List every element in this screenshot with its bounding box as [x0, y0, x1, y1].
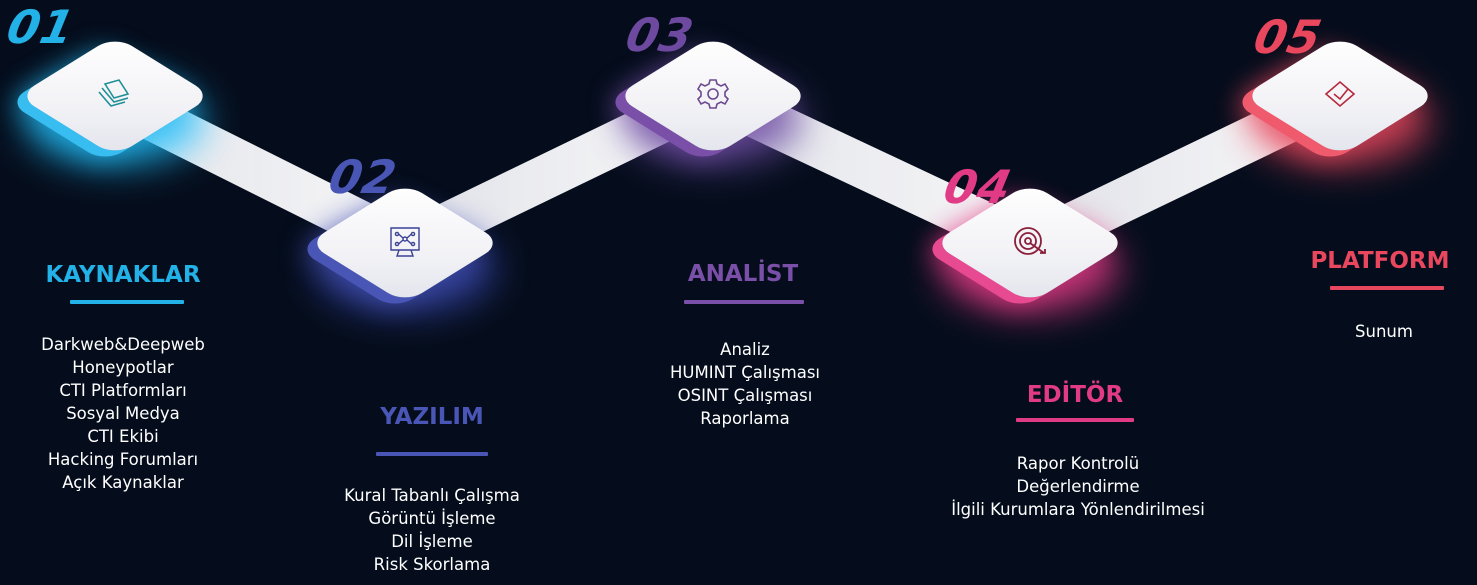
target-icon [1014, 227, 1046, 255]
list-item: Sunum [1355, 322, 1413, 341]
list-item: Honeypotlar [72, 358, 174, 377]
title-underline [684, 300, 804, 304]
list-item: Raporlama [700, 409, 790, 428]
list-item: Risk Skorlama [373, 555, 491, 574]
list-item: Açık Kaynaklar [62, 473, 184, 492]
title-underline [376, 452, 488, 456]
list-item: CTI Platformları [59, 381, 187, 400]
step-number: 05 [1249, 10, 1327, 64]
step-number: 04 [939, 160, 1017, 214]
title-underline [1330, 286, 1444, 290]
gear-icon [696, 79, 730, 109]
step-number: 02 [324, 150, 402, 204]
step-number: 01 [2, 0, 80, 54]
step-title: PLATFORM [1310, 248, 1450, 274]
step-items: Rapor Kontrolü Değerlendirme İlgili Kuru… [898, 452, 1258, 521]
list-item: Rapor Kontrolü [1016, 454, 1140, 473]
step-items: Darkweb&Deepweb Honeypotlar CTI Platform… [0, 333, 303, 494]
list-item: HUMINT Çalışması [669, 363, 820, 382]
step-items: Analiz HUMINT Çalışması OSINT Çalışması … [565, 338, 925, 430]
list-item: Görüntü İşleme [368, 509, 496, 528]
step-title: ANALİST [687, 261, 799, 287]
list-item: İlgili Kurumlara Yönlendirilmesi [951, 500, 1205, 519]
step-number: 03 [621, 8, 699, 62]
platform-icon [1324, 80, 1356, 108]
list-item: Darkweb&Deepweb [41, 335, 205, 354]
title-underline [70, 300, 184, 304]
title-underline [1016, 418, 1134, 422]
layers-icon [98, 79, 130, 107]
list-item: Hacking Forumları [47, 450, 199, 469]
step-items: Kural Tabanlı Çalışma Görüntü İşleme Dil… [252, 484, 612, 576]
list-item: CTI Ekibi [87, 427, 159, 446]
list-item: OSINT Çalışması [677, 386, 813, 405]
list-item: Analiz [720, 340, 770, 359]
list-item: Kural Tabanlı Çalışma [344, 486, 520, 505]
step-title: KAYNAKLAR [45, 262, 201, 288]
list-item: Dil İşleme [391, 532, 473, 551]
circuit-monitor-icon [390, 227, 420, 257]
list-item: Sosyal Medya [66, 404, 180, 423]
step-title: YAZILIM [380, 404, 484, 430]
step-title: EDİTÖR [1026, 382, 1124, 408]
step-items: Sunum [1204, 320, 1477, 343]
list-item: Değerlendirme [1016, 477, 1140, 496]
